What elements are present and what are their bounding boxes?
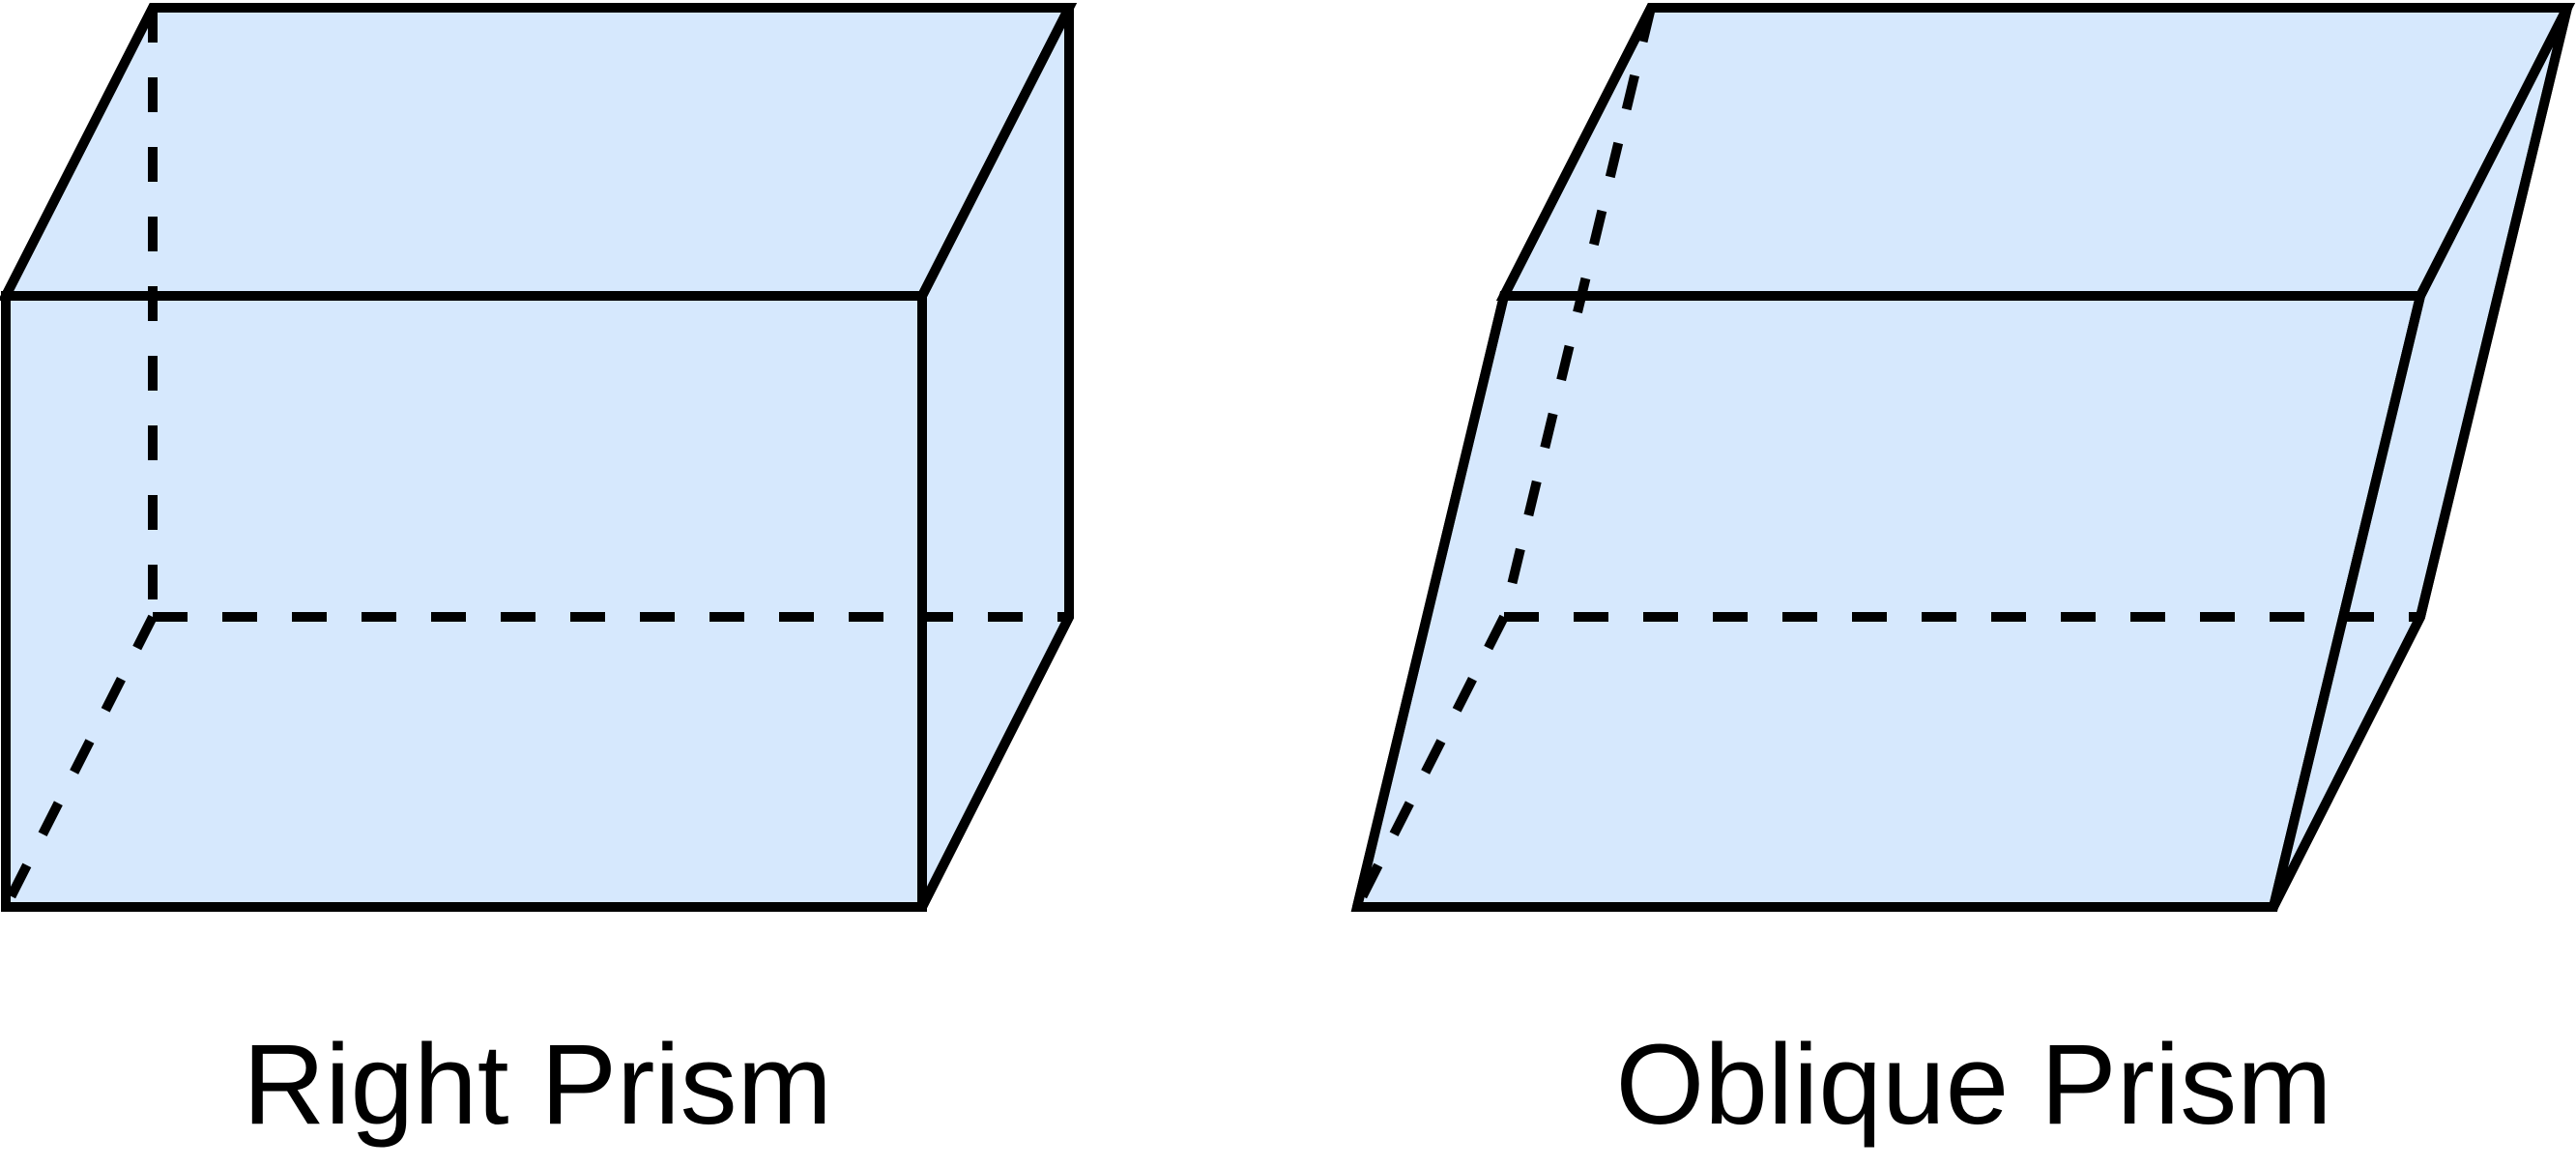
oblique-prism-label: Oblique Prism: [1615, 1021, 2331, 1149]
oblique-prism-front-right-edge: [2269, 294, 2425, 909]
oblique-prism-front-face: [1350, 291, 2427, 912]
oblique-prism-hidden-depth-edge: [1352, 614, 1509, 910]
oblique-prism-top-face: [1495, 2, 2576, 301]
right-prism-label: Right Prism: [243, 1021, 832, 1149]
right-prism-front-face: [1, 291, 927, 912]
right-prism-top-face: [0, 2, 1078, 301]
right-prism: Right Prism: [0, 2, 1078, 1149]
oblique-prism: Oblique Prism: [1350, 2, 2576, 1149]
right-prism-hidden-depth-edge: [1, 614, 158, 910]
